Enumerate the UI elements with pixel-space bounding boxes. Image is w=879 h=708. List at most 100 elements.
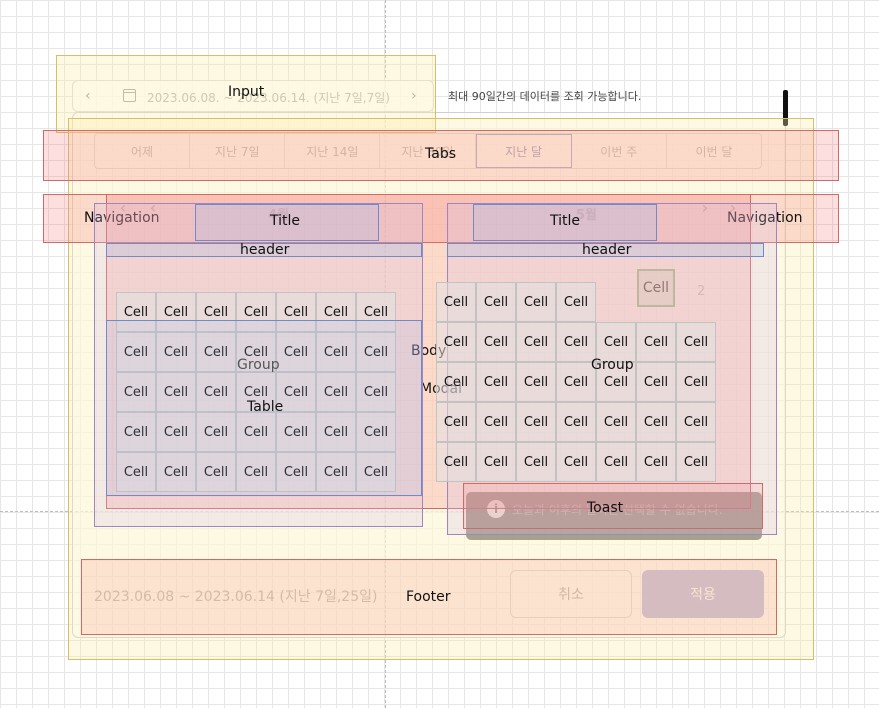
table-cell[interactable]: Cell	[476, 442, 516, 482]
table-cell[interactable]: Cell	[356, 412, 396, 452]
table-cell[interactable]: Cell	[156, 332, 196, 372]
table-cell[interactable]: Cell	[516, 402, 556, 442]
input-region	[56, 55, 436, 133]
table-cell[interactable]: Cell	[676, 442, 716, 482]
table-cell[interactable]: Cell	[556, 282, 596, 322]
table-cell[interactable]: Cell	[636, 442, 676, 482]
table-cell[interactable]: Cell	[116, 412, 156, 452]
table-cell[interactable]: Cell	[356, 452, 396, 492]
table-cell[interactable]: Cell	[476, 322, 516, 362]
table-cell[interactable]: Cell	[316, 372, 356, 412]
group-right-label: Group	[591, 357, 634, 373]
calendar-icon	[123, 89, 136, 102]
cancel-button[interactable]: 취소	[510, 570, 632, 618]
tab-preset[interactable]: 이번 달	[695, 144, 733, 159]
table-cell[interactable]: Cell	[196, 332, 236, 372]
table-cell[interactable]: Cell	[116, 292, 156, 332]
navigation-left-label: Navigation	[84, 210, 160, 226]
table-cell[interactable]: Cell	[676, 402, 716, 442]
table-cell[interactable]: Cell	[156, 292, 196, 332]
navigation-right-label: Navigation	[727, 210, 803, 226]
chevron-left-icon[interactable]: ‹	[119, 197, 127, 217]
table-cell[interactable]: Cell	[196, 372, 236, 412]
chevron-left-icon[interactable]: ‹	[149, 197, 157, 217]
table-cell[interactable]: Cell	[556, 322, 596, 362]
table-cell[interactable]: Cell	[436, 322, 476, 362]
table-cell[interactable]: Cell	[196, 292, 236, 332]
table-cell[interactable]: Cell	[636, 362, 676, 402]
table-cell[interactable]: Cell	[516, 362, 556, 402]
table-cell[interactable]: Cell	[196, 452, 236, 492]
table-cell[interactable]: Cell	[276, 412, 316, 452]
table-cell[interactable]: Cell	[116, 332, 156, 372]
table-cell[interactable]: Cell	[236, 372, 276, 412]
table-cell[interactable]: Cell	[516, 322, 556, 362]
table-cell[interactable]: Cell	[276, 292, 316, 332]
table-cell[interactable]: Cell	[636, 322, 676, 362]
table-cell[interactable]: Cell	[356, 332, 396, 372]
apply-button[interactable]: 적용	[642, 570, 764, 618]
table-cell[interactable]: Cell	[156, 412, 196, 452]
table-cell[interactable]: Cell	[516, 442, 556, 482]
table-cell[interactable]: Cell	[556, 402, 596, 442]
chevron-right-icon[interactable]: ›	[729, 197, 737, 217]
table-cell[interactable]: Cell	[436, 362, 476, 402]
table-cell[interactable]: Cell	[476, 282, 516, 322]
tabs-region	[43, 130, 839, 181]
tab-preset[interactable]: 어제	[95, 134, 191, 168]
table-cell[interactable]: Cell	[236, 332, 276, 372]
table-cell[interactable]: Cell	[116, 452, 156, 492]
tab-preset[interactable]: 지난 7일	[190, 134, 286, 168]
chevron-right-icon[interactable]: ›	[701, 197, 709, 217]
table-cell[interactable]: Cell	[476, 402, 516, 442]
table-cell[interactable]: Cell	[236, 452, 276, 492]
table-cell[interactable]: Cell	[276, 452, 316, 492]
table-cell[interactable]: Cell	[156, 372, 196, 412]
table-cell[interactable]: Cell	[556, 362, 596, 402]
table-cell[interactable]: Cell	[116, 372, 156, 412]
table-cell[interactable]: Cell	[596, 362, 636, 402]
tab-preset[interactable]: 지난 30일	[380, 134, 476, 168]
tab-preset-active[interactable]: 지난 달	[475, 134, 572, 168]
range-notice: 최대 90일간의 데이터를 조회 가능합니다.	[448, 90, 642, 103]
table-cell[interactable]: Cell	[196, 412, 236, 452]
table-cell[interactable]: Cell	[356, 372, 396, 412]
calendar-right-first-row: Cell Cell Cell Cell	[436, 282, 716, 322]
tab-preset[interactable]: 지난 14일	[285, 134, 381, 168]
table-cell[interactable]: Cell	[316, 452, 356, 492]
toast-message: 오늘과 이후의 날짜는 선택할 수 없습니다.	[512, 503, 723, 517]
table-cell[interactable]: Cell	[316, 332, 356, 372]
table-cell[interactable]: Cell	[596, 402, 636, 442]
table-cell[interactable]: Cell	[316, 292, 356, 332]
footer-summary: 2023.06.08 ~ 2023.06.14 (지난 7일,25일)	[94, 589, 378, 605]
table-cell[interactable]: Cell	[276, 332, 316, 372]
table-cell[interactable]: Cell	[636, 402, 676, 442]
table-cell[interactable]: Cell	[436, 282, 476, 322]
table-cell[interactable]: Cell	[676, 322, 716, 362]
date-range-input[interactable]: ‹ 2023.06.08. ~ 2023.06.14. (지난 7일,7일) ›	[72, 80, 434, 112]
header-left-label: header	[240, 242, 290, 258]
table-cell[interactable]: Cell	[316, 412, 356, 452]
chevron-right-icon[interactable]: ›	[411, 88, 417, 104]
table-cell[interactable]: Cell	[476, 362, 516, 402]
chevron-left-icon[interactable]: ‹	[85, 88, 91, 104]
table-cell[interactable]: Cell	[676, 362, 716, 402]
table-cell[interactable]: Cell	[276, 372, 316, 412]
today-cell[interactable]: Cell	[637, 269, 675, 307]
tab-preset[interactable]: 이번 주	[572, 134, 667, 168]
table-cell[interactable]: Cell	[556, 442, 596, 482]
table-cell[interactable]: Cell	[436, 442, 476, 482]
table-cell[interactable]: Cell	[236, 292, 276, 332]
month-title-left: 4월	[268, 208, 290, 223]
table-cell[interactable]: Cell	[596, 442, 636, 482]
input-label: Input	[228, 84, 265, 100]
toast-region	[463, 483, 763, 529]
table-cell[interactable]: Cell	[516, 282, 556, 322]
table-cell[interactable]: Cell	[436, 402, 476, 442]
table-cell[interactable]: Cell	[596, 322, 636, 362]
table-cell[interactable]: Cell	[236, 412, 276, 452]
table-cell[interactable]: Cell	[156, 452, 196, 492]
table-cell[interactable]: Cell	[356, 292, 396, 332]
title-left-region	[195, 204, 379, 241]
calendar-left-table: Cell Cell Cell Cell Cell Cell Cell Cell …	[116, 292, 396, 492]
